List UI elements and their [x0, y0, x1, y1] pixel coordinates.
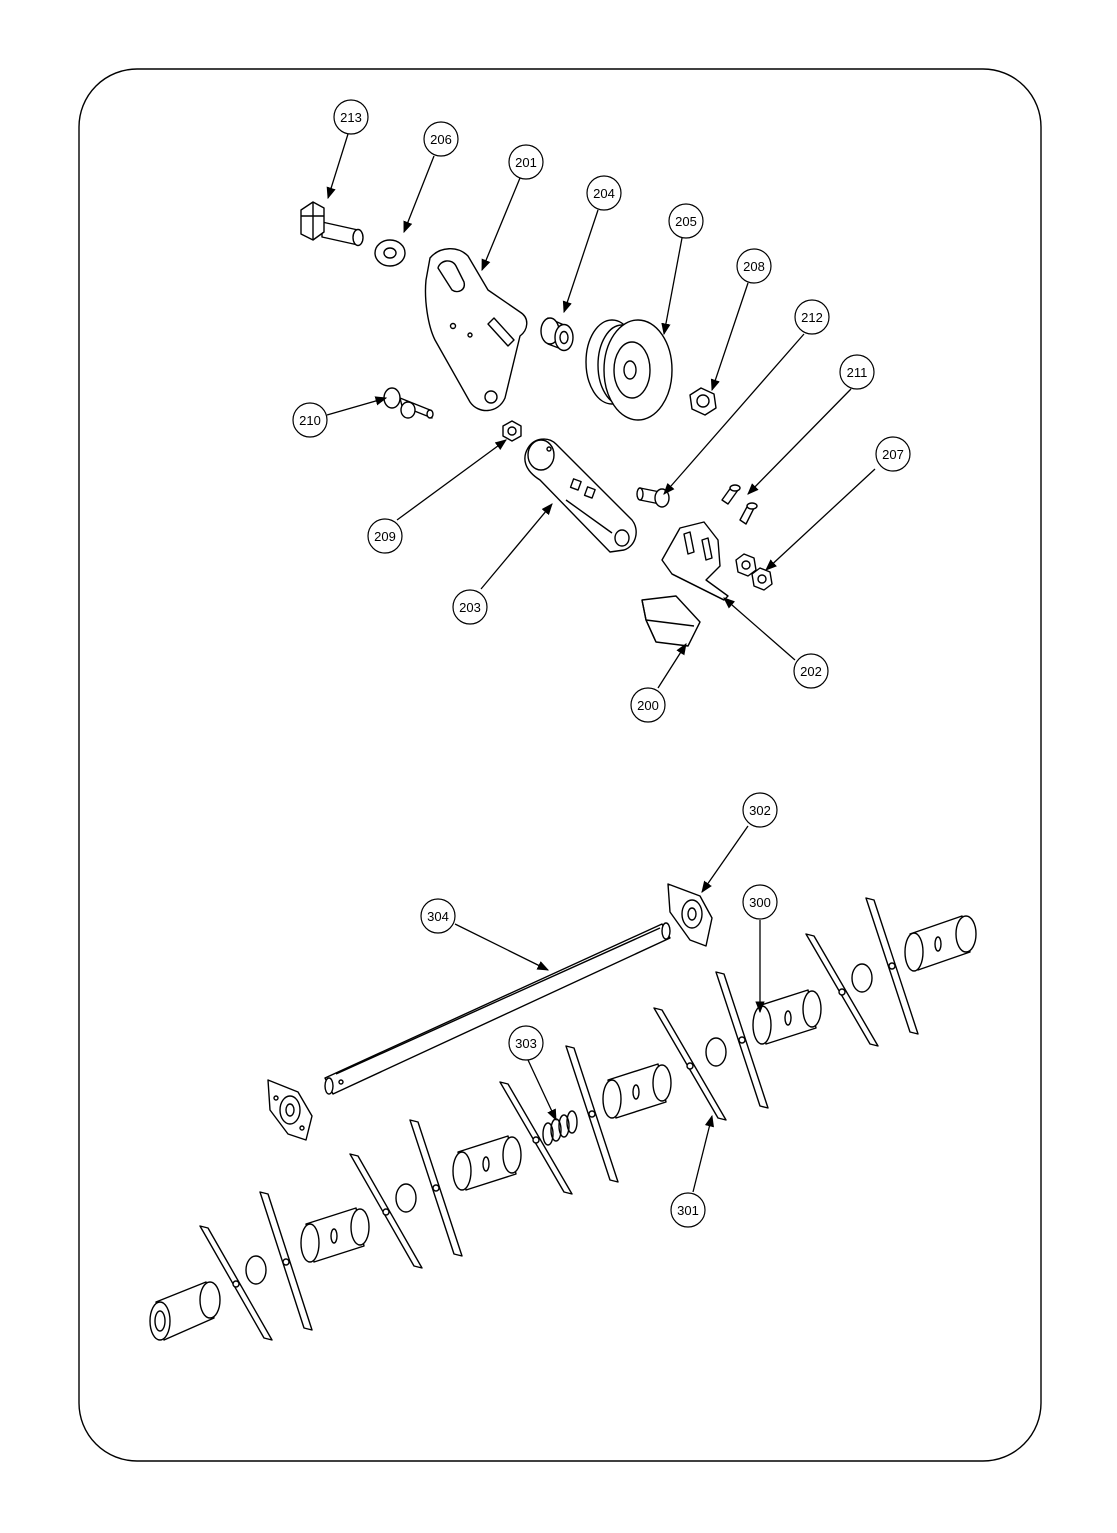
- hub-2: [452, 1135, 522, 1191]
- svg-text:212: 212: [801, 310, 823, 325]
- blade-7: [653, 1007, 727, 1121]
- spacer-1: [245, 1255, 267, 1285]
- callout-303: 303: [508, 1025, 544, 1061]
- svg-text:304: 304: [427, 909, 449, 924]
- part-204-bushing: [540, 317, 574, 352]
- blade-6: [565, 1045, 619, 1183]
- svg-text:200: 200: [637, 698, 659, 713]
- spacer-4: [851, 963, 873, 993]
- hub-end-left: [149, 1281, 221, 1341]
- callout-304: 304: [420, 898, 456, 934]
- part-211-pins: [721, 484, 758, 525]
- part-300-hub: [752, 989, 822, 1045]
- part-212-screw: [636, 487, 670, 508]
- blade-4: [409, 1119, 463, 1257]
- part-207-nuts: [735, 553, 773, 591]
- callout-213: 213: [333, 99, 369, 135]
- callout-204: 204: [586, 175, 622, 211]
- svg-text:201: 201: [515, 155, 537, 170]
- callout-205: 205: [668, 203, 704, 239]
- callout-203: 203: [452, 589, 488, 625]
- blade-9: [805, 933, 879, 1047]
- part-303-spring: [542, 1110, 578, 1146]
- blade-8: [715, 971, 769, 1109]
- tensioner-assembly: [300, 201, 773, 647]
- svg-text:209: 209: [374, 529, 396, 544]
- callout-202: 202: [793, 653, 829, 689]
- part-302-flange-right: [667, 883, 713, 947]
- svg-text:213: 213: [340, 110, 362, 125]
- callout-201: 201: [508, 144, 544, 180]
- callout-301: 301: [670, 1192, 706, 1228]
- callout-balloons: 213 206 201 204 205 208 212 211 210 207 …: [292, 99, 911, 1228]
- part-203-arm: [524, 438, 637, 553]
- callout-212: 212: [794, 299, 830, 335]
- part-flange-left: [267, 1079, 313, 1141]
- callout-208: 208: [736, 248, 772, 284]
- part-201-plate: [424, 248, 528, 412]
- spacer-3: [705, 1037, 727, 1067]
- part-304-shaft: [324, 922, 671, 1095]
- callout-206: 206: [423, 121, 459, 157]
- hub-end-right: [904, 915, 977, 972]
- blade-1: [199, 1225, 273, 1341]
- blade-5: [499, 1081, 573, 1195]
- callout-211: 211: [839, 354, 875, 390]
- part-209-small-nut: [502, 420, 522, 442]
- hub-1: [300, 1207, 370, 1263]
- svg-text:303: 303: [515, 1036, 537, 1051]
- callout-209: 209: [367, 518, 403, 554]
- callout-200: 200: [630, 687, 666, 723]
- callout-302: 302: [742, 792, 778, 828]
- svg-text:206: 206: [430, 132, 452, 147]
- blade-10: [865, 897, 919, 1035]
- callout-300: 300: [742, 884, 778, 920]
- callout-210: 210: [292, 402, 328, 438]
- svg-text:301: 301: [677, 1203, 699, 1218]
- svg-text:207: 207: [882, 447, 904, 462]
- svg-text:208: 208: [743, 259, 765, 274]
- svg-text:203: 203: [459, 600, 481, 615]
- part-208-hex-nut: [689, 387, 717, 416]
- blade-stack: [149, 897, 977, 1341]
- svg-text:202: 202: [800, 664, 822, 679]
- blade-2: [259, 1191, 313, 1331]
- part-206-washer: [374, 239, 406, 267]
- svg-text:204: 204: [593, 186, 615, 201]
- svg-text:300: 300: [749, 895, 771, 910]
- svg-text:211: 211: [847, 365, 868, 380]
- svg-text:302: 302: [749, 803, 771, 818]
- callout-207: 207: [875, 436, 911, 472]
- svg-text:205: 205: [675, 214, 697, 229]
- part-210-shoulder-bolt: [383, 387, 434, 419]
- part-202-bracket: [661, 521, 729, 601]
- part-213-hex-bolt: [300, 201, 364, 247]
- drawing-frame: [78, 68, 1042, 1462]
- part-200-block: [641, 595, 701, 647]
- part-205-pulley: [585, 319, 673, 421]
- blade-3: [349, 1153, 423, 1269]
- hub-3: [602, 1063, 672, 1119]
- leader-lines: [326, 133, 876, 1193]
- blade-shaft-assembly: [149, 883, 977, 1341]
- spacer-2: [395, 1183, 417, 1213]
- svg-text:210: 210: [299, 413, 321, 428]
